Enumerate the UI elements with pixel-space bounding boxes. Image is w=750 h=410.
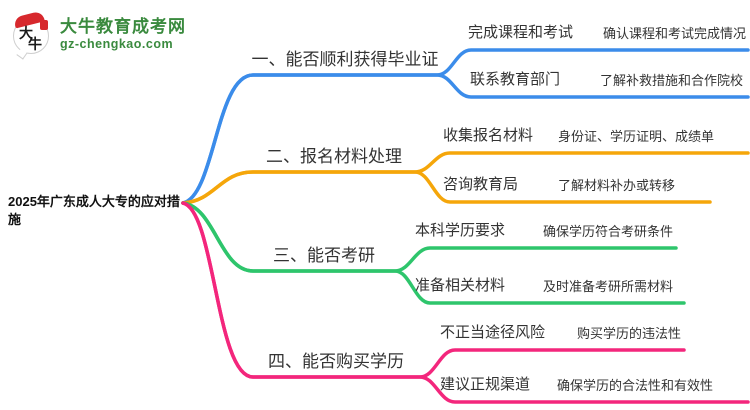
site-logo[interactable]: 大 牛 大牛教育成考网 gz-chengkao.com [12,10,186,60]
logo-red-seal [40,20,48,30]
logo-char-top: 大 [19,25,33,41]
branch-4-label[interactable]: 四、能否购买学历 [268,352,404,371]
site-logo-text: 大牛教育成考网 gz-chengkao.com [60,17,186,51]
root-topic[interactable]: 2025年广东成人大专的应对措施 [8,194,180,227]
branch-2-child-2-detail[interactable]: 了解材料补办或转移 [558,178,676,193]
branch-2-child-1-label[interactable]: 收集报名材料 [443,127,534,144]
branch-4-child-2-label[interactable]: 建议正规渠道 [440,376,531,393]
branch-1-row-2-line [181,73,750,205]
branch-1-child-2-label[interactable]: 联系教育部门 [470,71,561,88]
site-logo-icon: 大 牛 [12,10,54,60]
branch-4-row-2-line [181,201,750,404]
branch-1-child-1-detail[interactable]: 确认课程和考试完成情况 [603,26,747,41]
site-domain: gz-chengkao.com [60,36,174,51]
branch-1-label[interactable]: 一、能否顺利获得毕业证 [251,50,439,69]
branch-3-row-2-line [181,201,686,305]
branch-2-child-1-detail[interactable]: 身份证、学历证明、成绩单 [558,129,715,144]
branch-3-label[interactable]: 三、能否考研 [273,246,375,265]
branch-2-row-2-line [181,170,712,205]
branch-4-child-1-label[interactable]: 不正当途径风险 [440,324,546,341]
branch-3-child-2-label[interactable]: 准备相关材料 [415,277,506,294]
logo-char-bottom: 牛 [28,36,42,52]
site-name: 大牛教育成考网 [60,17,186,37]
branch-3-child-1-detail[interactable]: 确保学历符合考研条件 [543,224,674,239]
branch-3-child-2-detail[interactable]: 及时准备考研所需材料 [543,279,674,294]
branch-2-child-2-label[interactable]: 咨询教育局 [443,176,519,193]
branch-2-label[interactable]: 二、报名材料处理 [266,147,402,166]
branch-3-child-1-label[interactable]: 本科学历要求 [415,222,506,239]
branch-4-child-2-detail[interactable]: 确保学历的合法性和有效性 [557,378,714,393]
branch-4-child-1-detail[interactable]: 购买学历的违法性 [577,326,682,341]
branch-1-child-2-detail[interactable]: 了解补救措施和合作院校 [600,73,744,88]
branch-1-child-1-label[interactable]: 完成课程和考试 [468,24,574,41]
